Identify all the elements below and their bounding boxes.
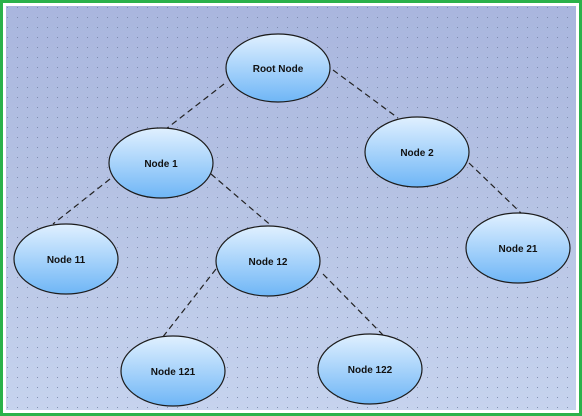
node-21-shape <box>465 212 571 284</box>
edge-node12-node122 <box>322 273 384 336</box>
node-121-shape <box>120 335 226 407</box>
node-121[interactable]: Node 121 <box>120 335 226 407</box>
edge-node2-node21 <box>468 162 522 214</box>
node-12[interactable]: Node 12 <box>215 225 321 297</box>
node-1[interactable]: Node 1 <box>108 127 214 199</box>
edge-node1-node12 <box>210 173 275 229</box>
edge-node1-node11 <box>52 178 111 225</box>
node-root-shape <box>225 33 331 103</box>
node-122[interactable]: Node 122 <box>317 333 423 405</box>
node-2-shape <box>364 116 470 188</box>
node-12-label: Node 12 <box>249 257 288 268</box>
node-21-label: Node 21 <box>499 244 538 255</box>
edge-layer <box>52 69 522 339</box>
node-12-shape <box>215 225 321 297</box>
diagram-canvas: Root Node Node 1 Node 2 Node 11 Node 12 <box>6 6 576 410</box>
node-21[interactable]: Node 21 <box>465 212 571 284</box>
edge-root-node1 <box>165 83 225 130</box>
node-121-label: Node 121 <box>151 367 196 378</box>
edge-node12-node121 <box>161 268 217 339</box>
node-11[interactable]: Node 11 <box>13 223 119 295</box>
node-122-label: Node 122 <box>348 365 393 376</box>
node-root-label: Root Node <box>253 64 304 75</box>
node-2[interactable]: Node 2 <box>364 116 470 188</box>
node-2-label: Node 2 <box>400 148 434 159</box>
node-root[interactable]: Root Node <box>225 33 331 103</box>
node-1-shape <box>108 127 214 199</box>
edge-root-node2 <box>332 69 399 119</box>
node-11-label: Node 11 <box>47 255 86 266</box>
tree-diagram: Root Node Node 1 Node 2 Node 11 Node 12 <box>6 6 576 410</box>
node-11-shape <box>13 223 119 295</box>
node-122-shape <box>317 333 423 405</box>
node-1-label: Node 1 <box>144 159 178 170</box>
